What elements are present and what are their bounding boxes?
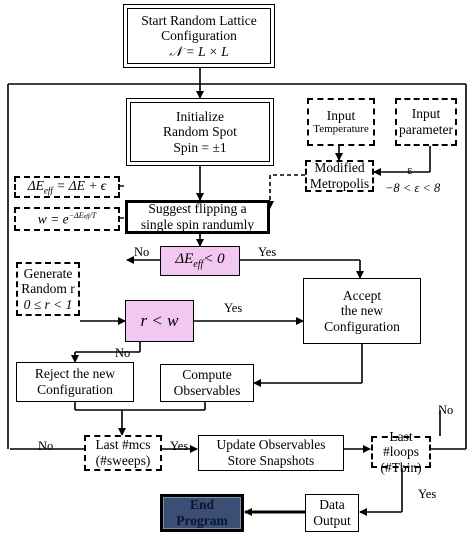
input-param-line2: parameter bbox=[399, 122, 453, 137]
last-loops-box: Last #loops (#Tbin) bbox=[371, 429, 431, 475]
lastmcs-line2: (#sweeps) bbox=[95, 453, 151, 468]
generate-line1: Generate bbox=[23, 265, 73, 281]
reject-box: Reject the new Configuration bbox=[16, 362, 134, 402]
dec1-text: ΔE bbox=[175, 251, 194, 268]
compute-line2: Observables bbox=[173, 383, 241, 398]
accept-line3: Configuration bbox=[324, 318, 400, 334]
input-temperature-box: Input Temperature bbox=[307, 98, 375, 146]
accept-line2: the new bbox=[340, 303, 384, 319]
generate-random-box: Generate Random r 0 ≤ r < 1 bbox=[16, 262, 80, 316]
dec1-sub: eff bbox=[193, 259, 204, 271]
modified-metropolis-box: Modified Metropolis bbox=[305, 160, 374, 192]
w-box: w = e−ΔEeff/T bbox=[14, 207, 120, 231]
init-line3: Spin = ±1 bbox=[173, 139, 227, 155]
compute-box: Compute Observables bbox=[160, 364, 254, 402]
init-line2: Random Spot bbox=[163, 124, 237, 140]
start-line2: Configuration bbox=[161, 28, 237, 44]
label-yes-dec1: Yes bbox=[258, 245, 277, 259]
accept-box: Accept the new Configuration bbox=[303, 278, 421, 344]
dec2-text: r < w bbox=[140, 311, 179, 331]
update-observables-box: Update Observables Store Snapshots bbox=[198, 435, 344, 471]
dec1-formula: ΔEeff< 0 bbox=[175, 251, 224, 271]
lastloops-line2: (#Tbin) bbox=[380, 459, 422, 475]
init-line1: Initialize bbox=[176, 108, 224, 124]
w-exp-sub: eff bbox=[83, 213, 90, 220]
modified-line2: Metropolis bbox=[309, 176, 370, 191]
w-exp: −ΔEeff/T bbox=[69, 211, 97, 220]
reject-line1: Reject the new bbox=[34, 366, 116, 382]
label-no-mcs: No bbox=[38, 439, 54, 453]
suggest-line1: Suggest flipping a bbox=[148, 201, 247, 217]
label-yes-loops: Yes bbox=[418, 487, 437, 501]
w-text: w = e bbox=[37, 211, 69, 227]
lastmcs-line1: Last #mcs bbox=[95, 437, 151, 453]
input-temp-line2: Temperature bbox=[313, 123, 369, 136]
output-line2: Output bbox=[313, 513, 351, 528]
label-no-loops: No bbox=[438, 403, 454, 417]
suggest-line2: single spin randumly bbox=[140, 217, 255, 232]
dec1-rest: < 0 bbox=[203, 251, 225, 268]
generate-line3: 0 ≤ r < 1 bbox=[23, 296, 73, 312]
end-line2: Program bbox=[176, 513, 228, 528]
start-formula: 𝒩 = L × L bbox=[169, 43, 229, 59]
decision-delta-eff: ΔEeff< 0 bbox=[160, 246, 240, 276]
deff-text: ΔE bbox=[27, 177, 44, 193]
deff-rest: = ΔE + ϵ bbox=[52, 177, 107, 193]
lastloops-line1: Last #loops bbox=[382, 428, 419, 460]
modified-line1: Modified bbox=[314, 160, 365, 176]
reject-line2: Configuration bbox=[37, 382, 113, 397]
input-temp-line1: Input bbox=[326, 107, 356, 123]
label-yes-mcs: Yes bbox=[170, 439, 189, 453]
decision-r-less-w: r < w bbox=[125, 300, 194, 342]
epsilon-range: −8 < ε < 8 bbox=[385, 181, 441, 195]
data-output-box: Data Output bbox=[305, 494, 359, 532]
input-parameter-box: Input parameter bbox=[395, 98, 457, 146]
w-exp-rest: /T bbox=[89, 210, 97, 220]
w-exp-text: −ΔE bbox=[68, 210, 84, 220]
end-line1: End bbox=[189, 497, 215, 513]
accept-line1: Accept bbox=[342, 287, 382, 303]
w-formula: w = e−ΔEeff/T bbox=[38, 211, 97, 227]
label-no-dec1: No bbox=[134, 245, 150, 259]
update-line2: Store Snapshots bbox=[227, 453, 315, 468]
input-param-line1: Input bbox=[411, 106, 441, 122]
update-line1: Update Observables bbox=[216, 437, 326, 453]
deff-sub: eff bbox=[43, 185, 53, 196]
output-line1: Data bbox=[319, 497, 345, 513]
start-box: Start Random Lattice Configuration 𝒩 = L… bbox=[123, 4, 275, 68]
delta-eff-box: ΔEeff = ΔE + ϵ bbox=[14, 176, 120, 198]
epsilon-symbol: ε bbox=[407, 163, 413, 177]
end-program-box: End Program bbox=[160, 494, 244, 532]
deff-formula: ΔEeff = ΔE + ϵ bbox=[28, 178, 107, 196]
init-box: Initialize Random Spot Spin = ±1 bbox=[126, 98, 274, 166]
label-yes-dec2: Yes bbox=[224, 301, 243, 315]
suggest-box: Suggest flipping a single spin randumly bbox=[125, 200, 270, 234]
start-line1: Start Random Lattice bbox=[141, 12, 257, 28]
generate-line2: Random r bbox=[21, 281, 75, 297]
label-no-dec2: No bbox=[115, 346, 131, 360]
last-mcs-box: Last #mcs (#sweeps) bbox=[84, 435, 162, 471]
compute-line1: Compute bbox=[182, 367, 232, 383]
